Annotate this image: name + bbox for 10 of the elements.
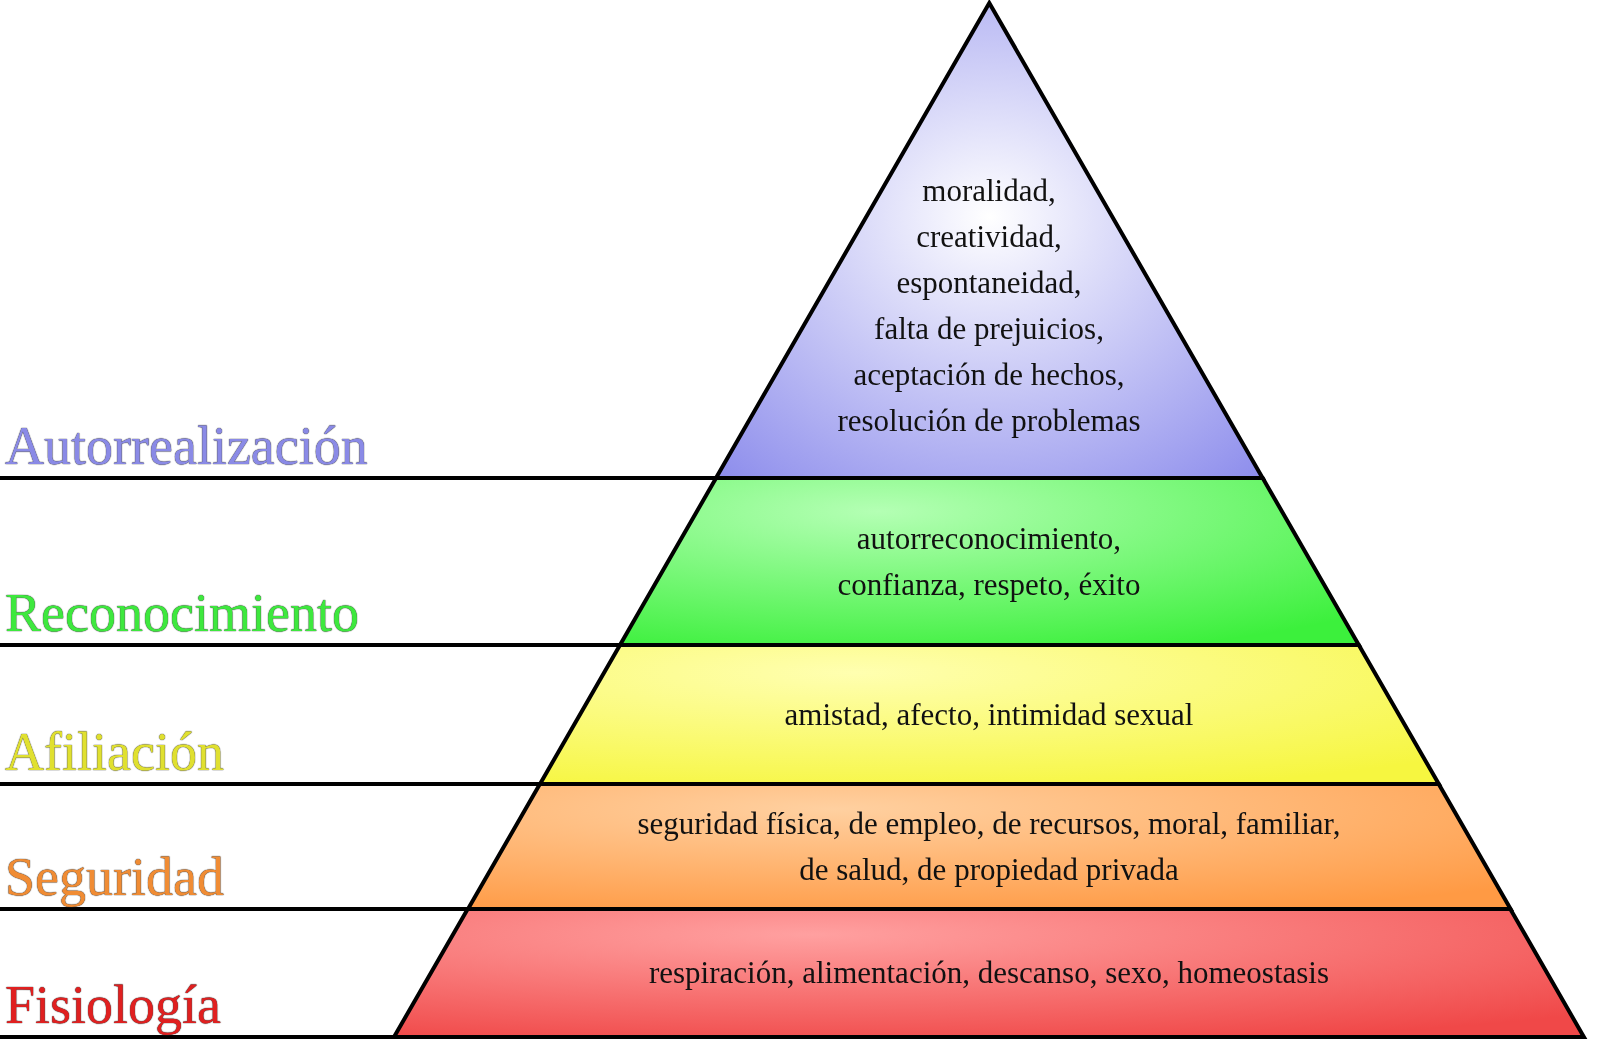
- level-description: seguridad física, de empleo, de recursos, moral, familiar, de salud, de propiedad privada: [636, 804, 1342, 889]
- level-name: Reconocimiento: [5, 583, 359, 643]
- level-description: moralidad, creatividad, espontaneidad, falta de prejuicios, aceptación de hechos, resolución de problemas: [837, 172, 1141, 440]
- level-name: Seguridad: [5, 847, 224, 907]
- level-name: Afiliación: [5, 722, 224, 782]
- level-description: respiración, alimentación, descanso, sexo, homeostasis: [648, 954, 1330, 992]
- level-description: autorreconocimiento, confianza, respeto, éxito: [836, 519, 1142, 604]
- level-name: Autorrealización: [5, 416, 368, 476]
- level-description: amistad, afecto, intimidad sexual: [784, 695, 1194, 734]
- level-name: Fisiología: [5, 975, 222, 1035]
